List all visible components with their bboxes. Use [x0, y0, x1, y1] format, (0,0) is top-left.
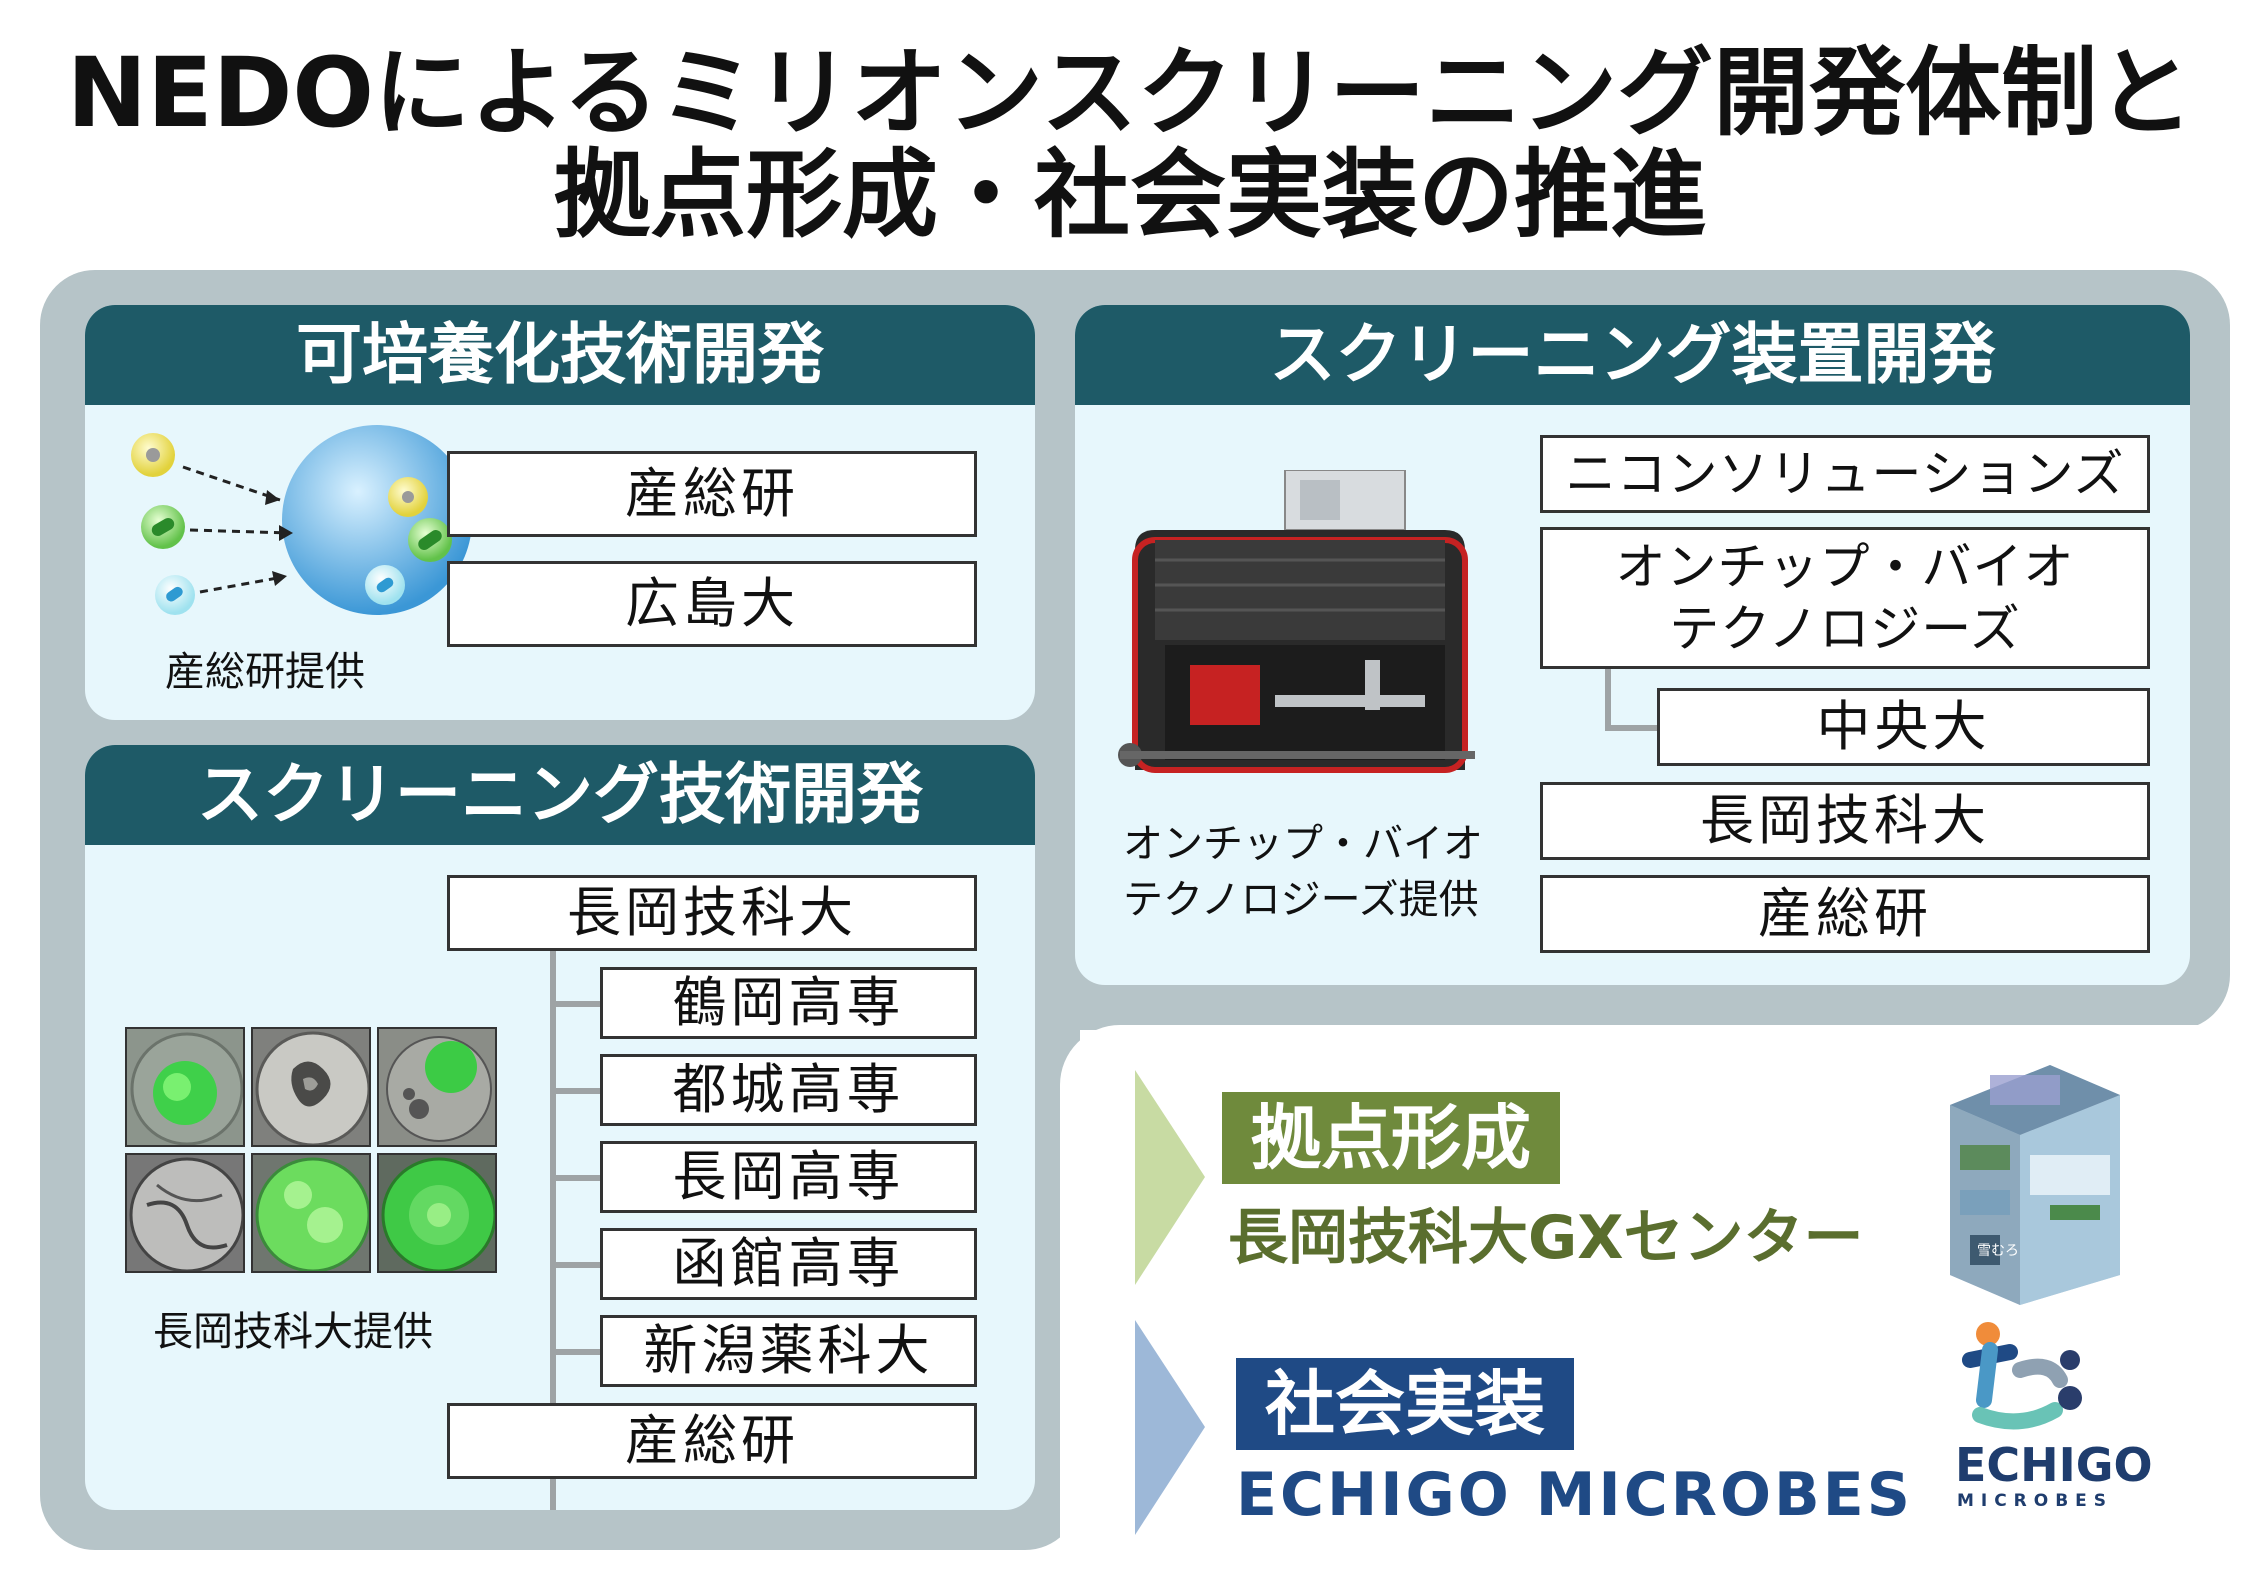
sub-org-hakodate: 函館高専: [600, 1228, 977, 1300]
screening-tech-caption: 長岡技科大提供: [153, 1309, 433, 1355]
device-heading: スクリーニング装置開発: [1075, 305, 2190, 405]
sub-org-nagaoka-kosen: 長岡高専: [600, 1141, 977, 1213]
tree-connector-4: [550, 1262, 600, 1268]
echigo-logo-text: ECHIGO: [1955, 1438, 2153, 1492]
device-connector-vertical: [1605, 669, 1611, 731]
sub-org-tsuruoka: 鶴岡高専: [600, 967, 977, 1039]
micrograph-cell: [251, 1153, 371, 1273]
culture-card: 可培養化技術開発: [85, 305, 1035, 720]
device-org-onchip-line1: オンチップ・バイオ: [1615, 538, 2075, 596]
tree-connector-5: [550, 1349, 600, 1355]
deployment-chevron: [1135, 1320, 1205, 1535]
sub-org-niigata-pharm: 新潟薬科大: [600, 1315, 977, 1387]
tree-connector-vertical: [550, 951, 556, 1510]
echigo-microbes-logo: [1962, 1322, 2082, 1430]
echigo-logo-subtext: MICROBES: [1956, 1491, 2114, 1511]
device-org-aist: 産総研: [1540, 875, 2150, 953]
hub-name: 長岡技科大GXセンター: [1228, 1203, 1864, 1273]
micrograph-cell: [125, 1153, 245, 1273]
micrograph-cell: [125, 1027, 245, 1147]
culture-heading: 可培養化技術開発: [85, 305, 1035, 405]
tree-connector-2: [550, 1088, 600, 1094]
device-org-onchip-line2: テクノロジーズ: [1669, 600, 2021, 658]
microbe-illustration: [131, 425, 472, 615]
building-sign: 雪むろ: [1977, 1243, 2019, 1259]
screening-last-org: 産総研: [447, 1403, 977, 1479]
screening-lead-org: 長岡技科大: [447, 875, 977, 951]
culture-org-aist: 産総研: [447, 451, 977, 537]
device-org-onchip: オンチップ・バイオ テクノロジーズ: [1540, 527, 2150, 669]
building-illustration: 雪むろ: [1950, 1065, 2120, 1305]
micrograph-cell: [377, 1153, 497, 1273]
page-title-line1: NEDOによるミリオンスクリーニング開発体制と: [66, 37, 2194, 149]
hub-tag: 拠点形成: [1222, 1092, 1560, 1184]
hub-chevron: [1135, 1070, 1205, 1285]
culture-sphere: [282, 425, 472, 615]
deployment-tag: 社会実装: [1236, 1358, 1574, 1450]
micrograph-cell: [377, 1027, 497, 1147]
tree-connector-1: [550, 1001, 600, 1007]
screening-tech-heading: スクリーニング技術開発: [85, 745, 1035, 845]
tree-connector-3: [550, 1175, 600, 1181]
sub-org-miyakonojo: 都城高専: [600, 1054, 977, 1126]
device-org-nikon: ニコンソリューションズ: [1540, 435, 2150, 513]
device-connector-horizontal: [1605, 725, 1657, 731]
device-caption-line1: オンチップ・バイオ: [1123, 821, 1483, 867]
screening-tech-card: スクリーニング技術開発 長岡技科大 鶴岡高専 都城高専 長岡高専 函館高専 新潟…: [85, 745, 1035, 1510]
deployment-name: ECHIGO MICROBES: [1236, 1460, 1913, 1530]
device-org-nagaoka: 長岡技科大: [1540, 782, 2150, 860]
culture-caption: 産総研提供: [165, 649, 365, 695]
device-org-chuo: 中央大: [1657, 688, 2150, 766]
culture-org-hiroshima: 広島大: [447, 561, 977, 647]
device-card: スクリーニング装置開発 オンチップ・バイオ テクノロジーズ提供 ニコンソリューシ…: [1075, 305, 2190, 985]
micrograph-grid: [125, 1027, 505, 1277]
micrograph-cell: [251, 1027, 371, 1147]
device-caption-line2: テクノロジーズ提供: [1123, 877, 1479, 923]
page-title-line2: 拠点形成・社会実装の推進: [554, 139, 1706, 251]
screening-instrument-image: [1118, 470, 1475, 773]
